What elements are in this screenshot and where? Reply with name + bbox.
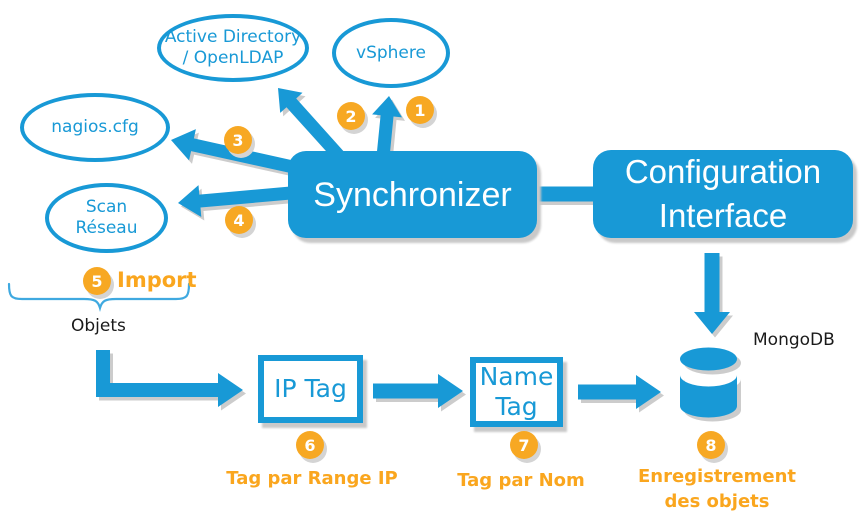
mongodb-label: MongoDB [753, 330, 835, 350]
node-ip-tag: IP Tag [258, 355, 363, 423]
step8-label-line2: des objets [664, 491, 770, 512]
node-name-tag: Name Tag [470, 357, 563, 427]
mongodb-icon [680, 347, 741, 422]
node-nagios-cfg: nagios.cfg [20, 93, 170, 162]
connector-synchronizer-config [530, 186, 600, 202]
node-label: Réseau [75, 218, 138, 238]
node-configuration-interface: Configuration Interface [593, 150, 853, 238]
node-label: Tag [495, 392, 538, 421]
import-label: Import [117, 268, 197, 292]
node-label: vSphere [356, 42, 426, 63]
mongodb-cylinder-body [680, 375, 737, 418]
arrow-config-to-mongodb [694, 253, 730, 334]
node-label: / OpenLDAP [182, 48, 284, 68]
node-label: Synchronizer [313, 175, 512, 214]
node-label: Scan [85, 197, 128, 217]
arrow-nametag-to-mongodb [578, 375, 661, 409]
mongodb-cylinder-lid [680, 347, 737, 371]
node-label: IP Tag [274, 374, 347, 403]
step-badge-2: 2 [337, 102, 365, 130]
step6-label: Tag par Range IP [226, 468, 398, 489]
node-label: Name [479, 362, 554, 391]
node-synchronizer: Synchronizer [288, 151, 537, 238]
node-label: Interface [658, 197, 788, 234]
node-scan-reseau: Scan Réseau [45, 183, 168, 253]
step-badge-3: 3 [224, 126, 252, 154]
arrow-iptag-to-nametag [373, 374, 463, 408]
node-active-directory: Active Directory / OpenLDAP [157, 14, 309, 82]
objets-label: Objets [71, 316, 126, 336]
node-label: Configuration [624, 153, 822, 190]
node-label: nagios.cfg [51, 117, 139, 137]
node-vsphere: vSphere [332, 18, 450, 88]
step7-label: Tag par Nom [457, 470, 585, 491]
import-brace [7, 282, 191, 312]
step-badge-6: 6 [296, 431, 324, 459]
step-badge-5: 5 [83, 267, 111, 295]
arrow-4-to-scan-reseau [178, 185, 303, 217]
step8-label-line1: Enregistrement [637, 466, 797, 487]
arrow-2-to-active-directory [278, 88, 346, 163]
step-badge-1: 1 [406, 96, 434, 124]
step-badge-4: 4 [225, 206, 253, 234]
step-badge-8: 8 [697, 431, 725, 459]
arrow-1-to-vsphere [372, 96, 402, 158]
arrow-objets-to-iptag [96, 373, 243, 407]
step8-label: Enregistrement des objets [617, 464, 817, 514]
step-badge-7: 7 [510, 431, 538, 459]
node-label: Active Directory [164, 27, 302, 47]
